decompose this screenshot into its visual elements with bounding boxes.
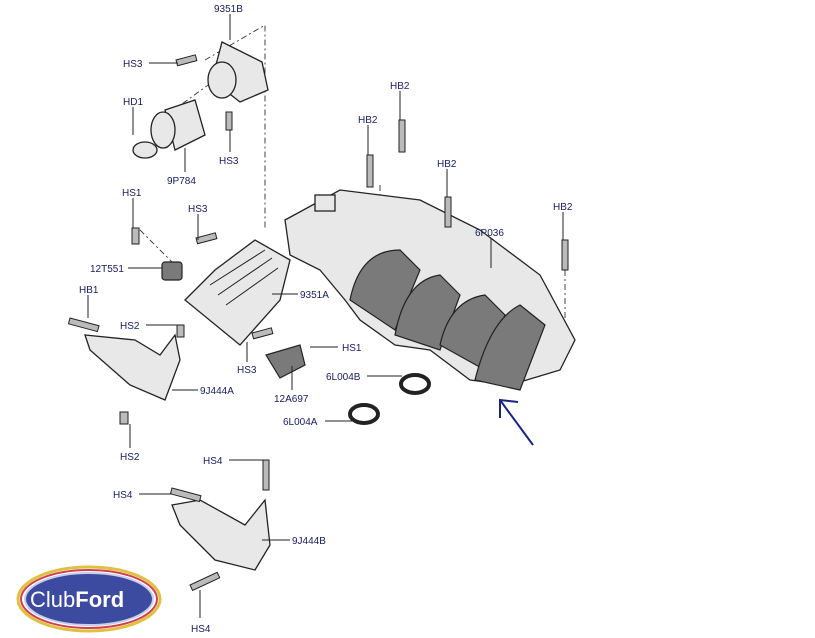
gasket-6L004B (399, 373, 431, 395)
bolts (67, 54, 569, 592)
label-9J444B: 9J444B (292, 536, 326, 547)
pointer-arrow (499, 398, 534, 446)
label-hs4: HS4 (113, 490, 133, 501)
label-hb2: HB2 (553, 202, 573, 213)
label-hs1: HS1 (342, 343, 362, 354)
label-hd1: HD1 (123, 97, 143, 108)
logo-text: ClubFord (30, 587, 124, 612)
bracket-9J444B (171, 498, 271, 571)
clubford-logo: ClubFord (16, 565, 162, 633)
label-hs4: HS4 (203, 456, 223, 467)
label-6P036: 6P036 (475, 228, 504, 239)
gasket-6L004A (348, 403, 380, 425)
bracket-9J444A (84, 333, 181, 401)
label-12T551: 12T551 (90, 264, 124, 275)
label-hb1: HB1 (79, 285, 99, 296)
label-hb2: HB2 (390, 81, 410, 92)
part-labels: 9351B HS3 HD1 HS3 9P784 HS1 HS3 12T551 H… (79, 4, 573, 635)
label-hs3: HS3 (188, 204, 208, 215)
throttle-body-9351B (207, 41, 269, 103)
leader-lines (87, 14, 564, 618)
label-hs3: HS3 (237, 365, 257, 376)
label-9P784: 9P784 (167, 176, 196, 187)
label-6L004A: 6L004A (283, 417, 318, 428)
label-6L004B: 6L004B (326, 372, 361, 383)
label-9351A: 9351A (300, 290, 329, 301)
label-hs2: HS2 (120, 452, 140, 463)
label-hs3: HS3 (123, 59, 143, 70)
label-9J444A: 9J444A (200, 386, 234, 397)
label-hs2: HS2 (120, 321, 140, 332)
sensor-12T551 (161, 261, 183, 281)
intake-hose (184, 239, 291, 346)
label-hs3: HS3 (219, 156, 239, 167)
label-hs4: HS4 (191, 624, 211, 635)
label-hs1: HS1 (122, 188, 142, 199)
label-hb2: HB2 (437, 159, 457, 170)
sensor-12A697 (265, 344, 306, 379)
label-12A697: 12A697 (274, 394, 309, 405)
intake-manifold-6P036 (284, 189, 576, 391)
adapter-9P784 (132, 99, 206, 159)
label-hb2: HB2 (358, 115, 378, 126)
label-9351B: 9351B (214, 4, 243, 15)
